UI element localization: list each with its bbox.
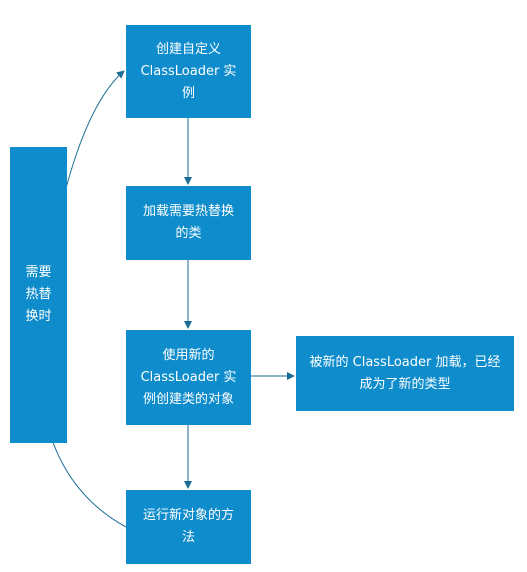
node-load-hotswap-class: 加载需要热替换 的类 (126, 186, 251, 260)
node-new-type-note: 被新的 ClassLoader 加载，已经 成为了新的类型 (296, 336, 514, 411)
node-create-object: 使用新的 ClassLoader 实 例创建类的对象 (126, 330, 251, 425)
node-new-type-note-label: 被新的 ClassLoader 加载，已经 成为了新的类型 (309, 354, 501, 392)
node-run-method: 运行新对象的方 法 (126, 490, 251, 564)
node-run-method-label: 运行新对象的方 法 (142, 508, 234, 545)
node-hotswap-trigger: 需要 热替 换时 (10, 147, 67, 443)
node-load-hotswap-class-label: 加载需要热替换 的类 (142, 204, 234, 241)
node-hotswap-trigger-label: 需要 热替 换时 (25, 265, 52, 324)
node-create-classloader: 创建自定义 ClassLoader 实 例 (126, 25, 251, 118)
node-create-object-label: 使用新的 ClassLoader 实 例创建类的对象 (140, 347, 237, 407)
node-create-classloader-label: 创建自定义 ClassLoader 实 例 (140, 41, 237, 101)
